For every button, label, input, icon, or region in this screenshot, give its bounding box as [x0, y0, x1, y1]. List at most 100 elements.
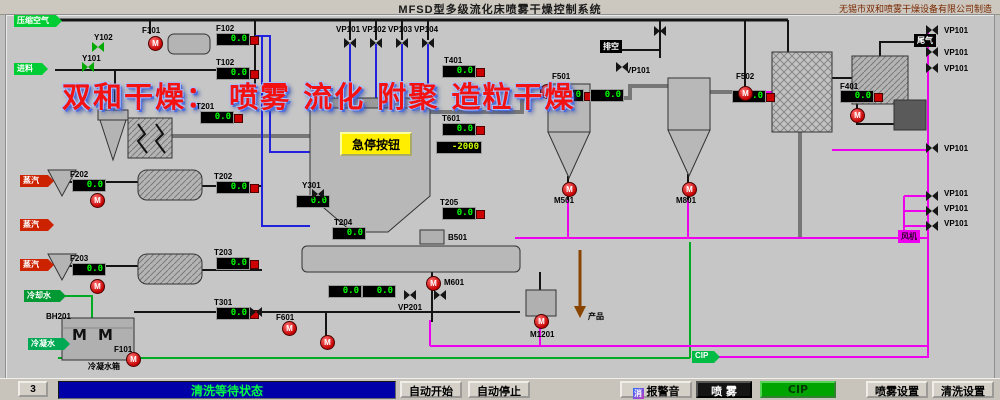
- valve-icon[interactable]: [396, 38, 408, 48]
- flow-arrow: 蒸汽: [20, 175, 54, 187]
- valve-icon[interactable]: [654, 26, 666, 36]
- bottom-toolbar: 3 清洗等待状态 自动开始 自动停止 消报警音 喷 雾 CIP 喷雾设置 清洗设…: [0, 378, 1000, 400]
- valve-icon[interactable]: [92, 42, 104, 52]
- pipe-label: T201: [196, 102, 215, 111]
- valve-icon[interactable]: [926, 63, 938, 73]
- pipe-label: 尾气: [914, 34, 936, 47]
- value-display[interactable]: 0.0: [328, 285, 362, 298]
- page-button[interactable]: 3: [18, 381, 48, 397]
- value-display[interactable]: 0.0: [72, 263, 106, 276]
- pipe-label: F102: [216, 24, 235, 33]
- pipe-label: M801: [676, 196, 697, 205]
- value-display[interactable]: 0.0: [332, 227, 366, 240]
- ack-button[interactable]: [476, 210, 485, 219]
- motor-icon: M: [98, 326, 113, 344]
- pipe-label: VP101: [944, 64, 969, 73]
- pipe-label: VP101: [626, 66, 651, 75]
- pump-icon[interactable]: M: [850, 108, 865, 123]
- value-display[interactable]: 0.0: [200, 111, 243, 124]
- pipe-label: F101: [142, 26, 161, 35]
- pump-icon[interactable]: M: [320, 335, 335, 350]
- mute-alarm-button[interactable]: 消报警音: [620, 381, 692, 399]
- value-display[interactable]: 0.0: [216, 67, 259, 80]
- pipe-label: T301: [214, 298, 233, 307]
- pump-icon[interactable]: M: [90, 279, 105, 294]
- pipe-label: VP101: [944, 26, 969, 35]
- pipe-label: VP104: [414, 25, 439, 34]
- auto-start-button[interactable]: 自动开始: [400, 381, 462, 398]
- valve-icon[interactable]: [434, 290, 446, 300]
- pipe-label: T401: [444, 56, 463, 65]
- pipe-label: F502: [736, 72, 755, 81]
- auto-stop-button[interactable]: 自动停止: [468, 381, 530, 398]
- clean-settings-button[interactable]: 清洗设置: [932, 381, 994, 398]
- pipe-label: T205: [440, 198, 459, 207]
- value-display[interactable]: 0.0: [216, 181, 259, 194]
- pump-icon[interactable]: M: [426, 276, 441, 291]
- value-display[interactable]: 0.0: [590, 89, 624, 102]
- value-display[interactable]: 0.0: [72, 179, 106, 192]
- valve-icon[interactable]: [250, 307, 262, 317]
- valve-icon[interactable]: [422, 38, 434, 48]
- pipe-label: VP101: [944, 219, 969, 228]
- ack-button[interactable]: [476, 126, 485, 135]
- value-display[interactable]: 0.0: [442, 123, 485, 136]
- ack-button[interactable]: [234, 114, 243, 123]
- pump-icon[interactable]: M: [90, 193, 105, 208]
- value-display[interactable]: 0.0: [840, 90, 883, 103]
- flow-arrow: 冷却水: [24, 290, 66, 302]
- valve-icon[interactable]: [926, 191, 938, 201]
- value-display[interactable]: 0.0: [216, 33, 259, 46]
- valve-icon[interactable]: [926, 221, 938, 231]
- flow-arrow: CIP: [692, 351, 720, 363]
- value-display[interactable]: 0.0: [442, 65, 485, 78]
- pipe-label: BH201: [46, 312, 71, 321]
- valve-icon[interactable]: [926, 206, 938, 216]
- pump-icon[interactable]: M: [126, 352, 141, 367]
- valve-icon[interactable]: [82, 62, 94, 72]
- valve-icon[interactable]: [344, 38, 356, 48]
- pipe-label: VP101: [944, 48, 969, 57]
- ack-button[interactable]: [250, 184, 259, 193]
- ack-button[interactable]: [250, 260, 259, 269]
- pipe-label: Y102: [94, 33, 113, 42]
- value-display[interactable]: -2000: [436, 141, 482, 154]
- flow-arrow: 进料: [14, 63, 48, 75]
- pump-icon[interactable]: M: [148, 36, 163, 51]
- ack-button[interactable]: [476, 68, 485, 77]
- valve-icon[interactable]: [312, 189, 324, 199]
- pipe-label: T601: [442, 114, 461, 123]
- spray-settings-button[interactable]: 喷雾设置: [866, 381, 928, 398]
- pipe-label: 排空: [600, 40, 622, 53]
- pump-icon[interactable]: M: [682, 182, 697, 197]
- pipe-label: M601: [444, 278, 465, 287]
- alarm-icon: 消: [632, 388, 644, 399]
- pump-icon[interactable]: M: [738, 86, 753, 101]
- pipe-label: T204: [334, 218, 353, 227]
- valve-icon[interactable]: [404, 290, 416, 300]
- emergency-stop-button[interactable]: 急停按钮: [340, 132, 412, 156]
- value-display[interactable]: 0.0: [442, 207, 485, 220]
- pump-icon[interactable]: M: [562, 182, 577, 197]
- status-display: 清洗等待状态: [58, 381, 396, 399]
- valve-icon[interactable]: [370, 38, 382, 48]
- valve-icon[interactable]: [926, 143, 938, 153]
- value-display[interactable]: 0.0: [362, 285, 396, 298]
- value-display[interactable]: 0.0: [550, 89, 593, 102]
- pump-icon[interactable]: M: [282, 321, 297, 336]
- ack-button[interactable]: [766, 93, 775, 102]
- spray-button[interactable]: 喷 雾: [696, 381, 752, 398]
- pump-icon[interactable]: M: [540, 84, 555, 99]
- value-display[interactable]: 0.0: [216, 257, 259, 270]
- valve-icon[interactable]: [926, 47, 938, 57]
- ack-button[interactable]: [250, 36, 259, 45]
- cip-button[interactable]: CIP: [760, 381, 836, 398]
- valve-icon[interactable]: [616, 62, 628, 72]
- value-display[interactable]: 0.0: [216, 307, 259, 320]
- pipe-label: VP103: [388, 25, 413, 34]
- ack-button[interactable]: [874, 93, 883, 102]
- valve-icon[interactable]: [926, 25, 938, 35]
- pump-icon[interactable]: M: [534, 314, 549, 329]
- ack-button[interactable]: [250, 70, 259, 79]
